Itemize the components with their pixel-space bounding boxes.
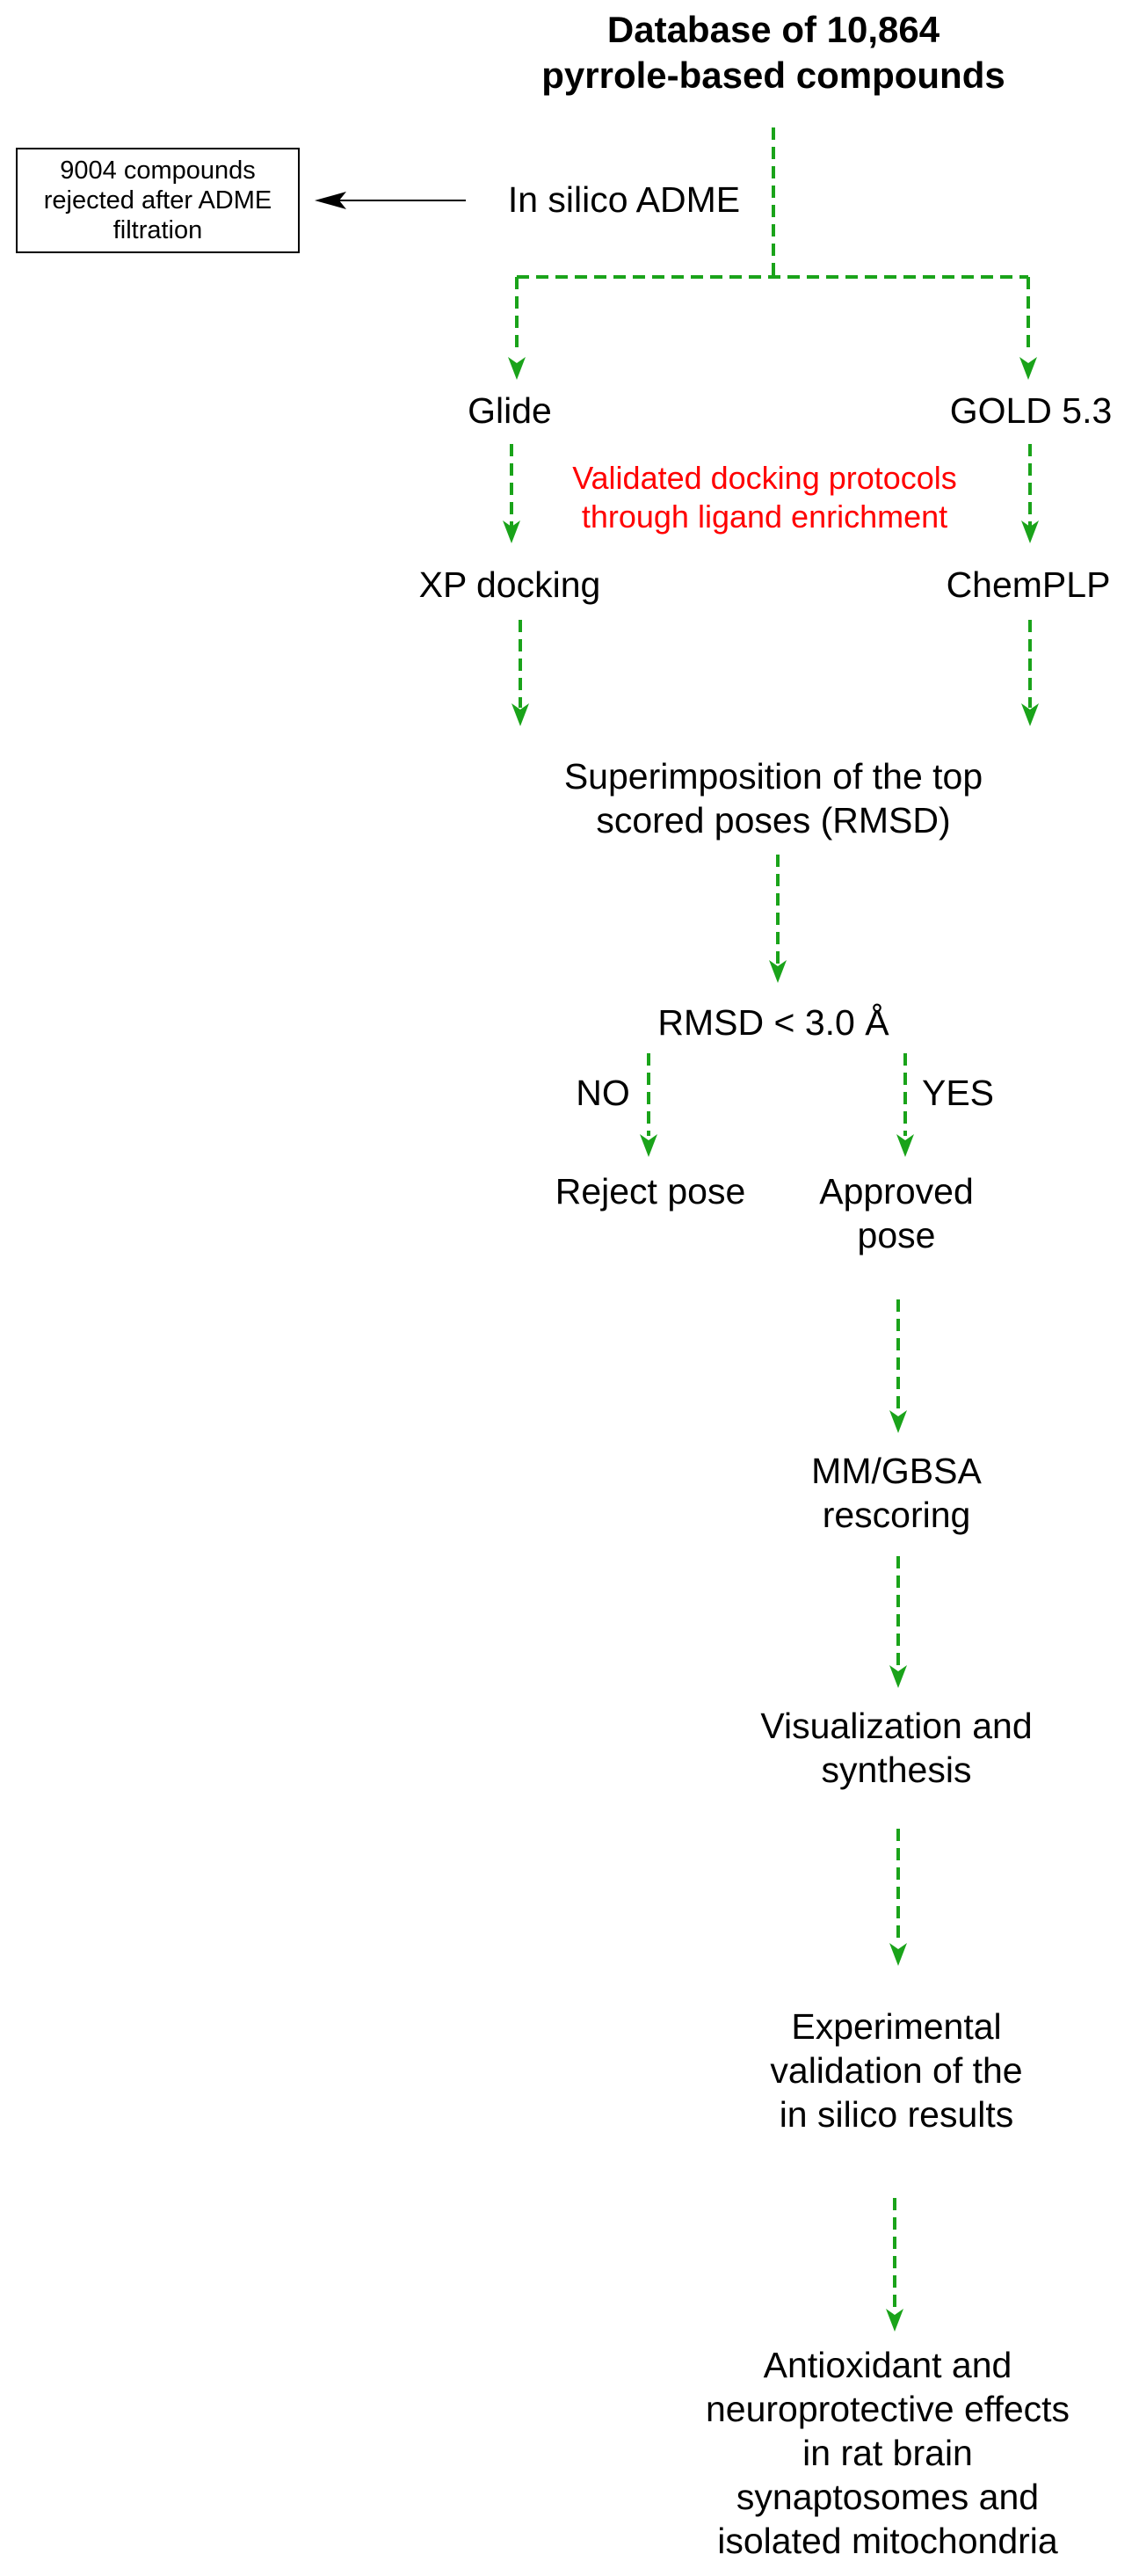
validation-note: Validated docking protocols through liga… [572, 460, 957, 535]
xp-docking-label: XP docking [418, 564, 601, 605]
chemplp-label: ChemPLP [946, 564, 1111, 605]
gold-label: GOLD 5.3 [949, 390, 1113, 431]
mmgbsa-label: MM/GBSA rescoring [811, 1451, 982, 1535]
arrowhead-to-rmsd [769, 960, 787, 983]
approved-pose-label: Approved pose [819, 1171, 974, 1255]
arrowhead-to-mmgbsa [889, 1410, 907, 1433]
rmsd-criterion: RMSD < 3.0 Å [657, 1002, 889, 1043]
glide-label: Glide [468, 390, 552, 431]
arrowhead-to-experimental [889, 1943, 907, 1966]
yes-label: YES [921, 1073, 995, 1113]
arrowhead-to-final [886, 2309, 903, 2332]
adme-reject-arrow-head [315, 192, 346, 209]
arrowhead-to-reject [640, 1134, 657, 1157]
arrowhead-xp-to-super [511, 703, 529, 726]
arrowhead-to-chemplp [1021, 520, 1039, 543]
arrowhead-to-approved [896, 1134, 914, 1157]
final-effects-label: Antioxidant and neuroprotective effects … [705, 2345, 1070, 2561]
arrowhead-to-glide [508, 357, 526, 380]
superimposition-label: Superimposition of the top scored poses … [563, 756, 983, 840]
database-title: Database of 10,864 pyrrole-based compoun… [541, 9, 1005, 96]
visualization-label: Visualization and synthesis [760, 1706, 1033, 1790]
arrowhead-to-xp [503, 520, 520, 543]
no-label: NO [576, 1073, 630, 1113]
adme-rejected-box: 9004 compounds rejected after ADME filtr… [16, 148, 300, 253]
arrowhead-to-visualization [889, 1665, 907, 1688]
arrowhead-to-gold [1019, 357, 1037, 380]
experimental-label: Experimental validation of the in silico… [770, 2006, 1023, 2135]
adme-label: In silico ADME [507, 179, 741, 220]
reject-pose-label: Reject pose [555, 1171, 746, 1212]
arrowhead-chemplp-to-super [1021, 703, 1039, 726]
